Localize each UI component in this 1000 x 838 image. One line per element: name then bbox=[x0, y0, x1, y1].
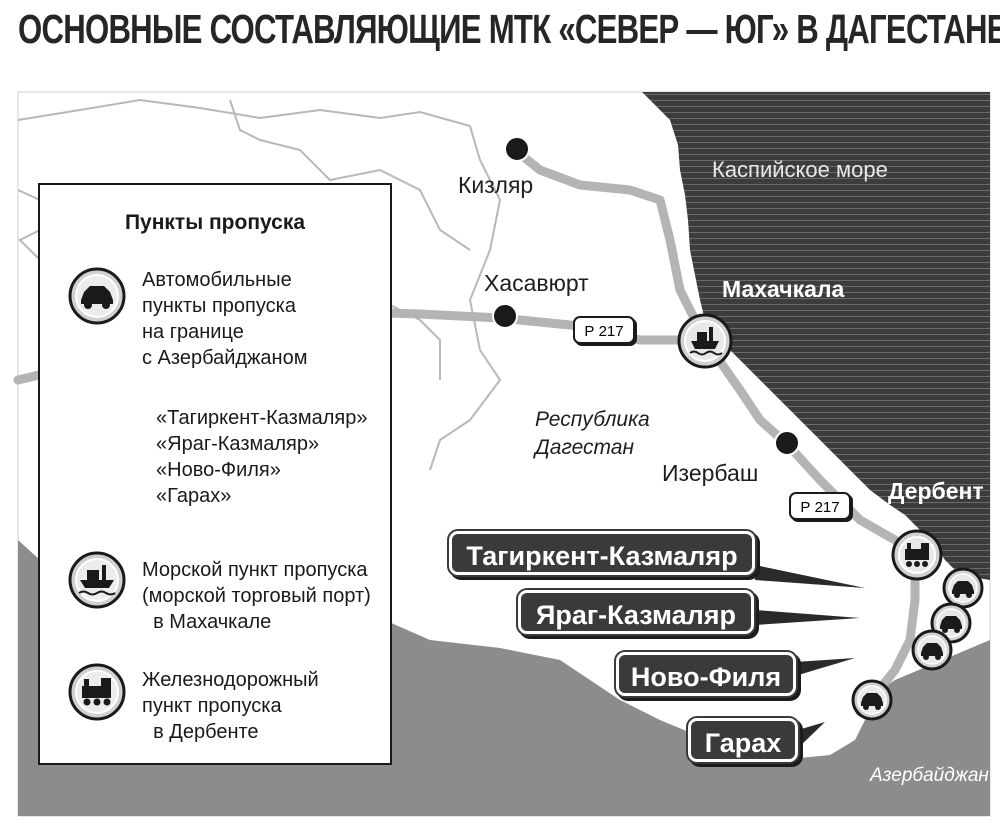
legend-rail-text: Железнодорожный пункт пропуска в Дербент… bbox=[142, 667, 319, 745]
legend-sea-line: Морской пункт пропуска bbox=[142, 559, 368, 581]
legend-rail-line: Железнодорожный bbox=[142, 669, 319, 691]
legend-sea-line: в Махачкале bbox=[142, 611, 272, 633]
legend-auto-item: «Ново-Филя» bbox=[156, 459, 281, 481]
legend-auto-item: «Гарах» bbox=[156, 485, 232, 507]
train-icon bbox=[891, 529, 943, 581]
road-sign-r217: Р 217 bbox=[789, 492, 851, 520]
car-icon bbox=[942, 567, 984, 609]
legend-auto-text: Автомобильные пункты пропуска на границе… bbox=[142, 267, 307, 371]
train-icon bbox=[68, 663, 126, 721]
ship-icon bbox=[677, 313, 733, 369]
city-label-derbent: Дербент bbox=[888, 478, 984, 504]
legend-auto-line: с Азербайджаном bbox=[142, 347, 308, 369]
checkpoint-label-yarag: Яраг-Казмаляр bbox=[518, 590, 754, 634]
pointer-yarag bbox=[755, 610, 860, 625]
legend-auto-item: «Яраг-Казмаляр» bbox=[156, 433, 320, 455]
legend-title: Пункты пропуска bbox=[124, 211, 306, 234]
city-label-kizlyar: Кизляр bbox=[458, 172, 534, 198]
pointer-garah bbox=[798, 722, 825, 748]
pointer-novofilya bbox=[795, 658, 855, 676]
legend-box: Пункты пропуска Автомобильные пункты про… bbox=[38, 183, 392, 765]
city-label-khasavyurt: Хасавюрт bbox=[484, 270, 589, 296]
neighbor-label: Азербайджан bbox=[870, 765, 989, 786]
legend-auto-line: на границе bbox=[142, 321, 244, 343]
district-borders bbox=[17, 98, 502, 471]
legend-auto-line: пункты пропуска bbox=[142, 295, 296, 317]
republic-label-line2: Дагестан bbox=[535, 436, 635, 459]
city-label-makhachkala: Махачкала bbox=[722, 276, 845, 302]
car-icon bbox=[911, 629, 953, 671]
car-icon bbox=[68, 267, 126, 325]
legend-auto-item: «Тагиркент-Казмаляр» bbox=[156, 407, 368, 429]
pointer-tagirkent bbox=[755, 565, 865, 588]
city-label-izberbash: Изербаш bbox=[662, 460, 759, 486]
legend-rail-line: в Дербенте bbox=[142, 721, 259, 743]
sea-label: Каспийское море bbox=[712, 157, 888, 182]
road-sign-r217: Р 217 bbox=[573, 316, 635, 344]
city-dot-khasavyurt bbox=[492, 303, 518, 329]
legend-sea-line: (морской торговый порт) bbox=[142, 585, 371, 607]
legend-auto-list: «Тагиркент-Казмаляр» «Яраг-Казмаляр» «Но… bbox=[156, 405, 367, 509]
car-icon bbox=[851, 679, 893, 721]
checkpoint-label-tagirkent: Тагиркент-Казмаляр bbox=[449, 531, 755, 575]
legend-rail-line: пункт пропуска bbox=[142, 695, 282, 717]
caspian-sea bbox=[642, 92, 990, 580]
legend-auto-line: Автомобильные bbox=[142, 269, 292, 291]
city-dot-izberbash bbox=[774, 430, 800, 456]
checkpoint-label-novofilya: Ново-Филя bbox=[616, 652, 796, 696]
ship-icon bbox=[68, 551, 126, 609]
checkpoint-label-garah: Гарах bbox=[688, 718, 798, 762]
legend-sea-text: Морской пункт пропуска (морской торговый… bbox=[142, 557, 371, 635]
city-dot-kizlyar bbox=[504, 136, 530, 162]
republic-label-line1: Республика bbox=[535, 408, 650, 431]
